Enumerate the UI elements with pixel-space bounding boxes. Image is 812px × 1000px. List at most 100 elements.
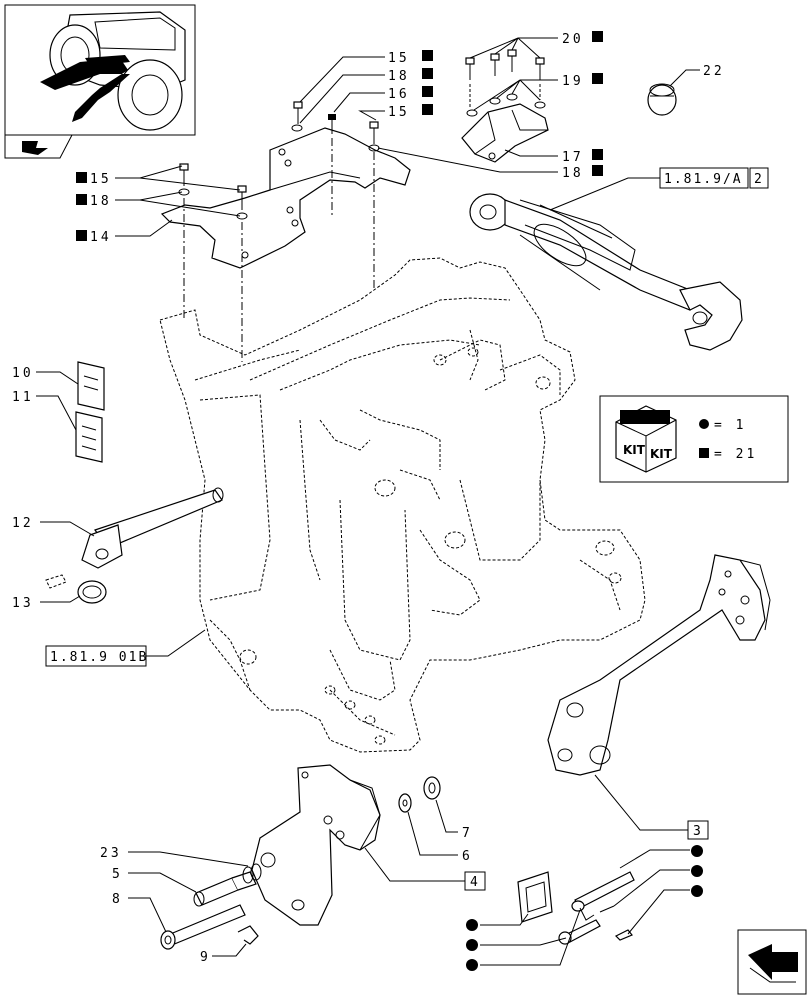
washer-6 — [398, 793, 412, 813]
callout-label: 15 — [388, 105, 410, 120]
callout-7[interactable]: 7 — [462, 826, 473, 841]
spring-23 — [242, 863, 262, 884]
pin-tiny — [599, 905, 633, 941]
ref-num: 2 — [754, 172, 765, 187]
callout-22[interactable]: 22 — [703, 64, 725, 79]
callout-label: 20 — [562, 32, 584, 47]
circle-marker — [691, 865, 703, 877]
plug-22 — [647, 83, 677, 116]
ring-13 — [45, 574, 107, 604]
callout-label: 3 — [693, 824, 704, 839]
callout-14[interactable]: 14 — [76, 230, 112, 245]
callout-15a[interactable]: 15 — [388, 50, 433, 66]
decal-11 — [75, 411, 103, 463]
pin-5 — [193, 871, 257, 907]
callout-13[interactable]: 13 — [12, 596, 34, 611]
bracket-17 — [461, 103, 549, 163]
callout-box — [687, 820, 709, 840]
callout-19[interactable]: 19 — [562, 73, 603, 89]
circle-marker — [466, 959, 478, 971]
lever-pin — [571, 871, 635, 921]
callout-3[interactable]: 3 — [687, 820, 709, 840]
callout-18l[interactable]: 18 — [76, 194, 112, 209]
callout-label: 5 — [112, 867, 123, 882]
lower-link-4 — [251, 764, 381, 926]
callout-label: 18 — [90, 194, 112, 209]
ref-box — [45, 645, 147, 667]
kit-eq-2: = 21 — [714, 447, 757, 462]
callout-16[interactable]: 16 — [388, 86, 433, 102]
kit-label-2: KIT — [650, 447, 673, 461]
circle-markers-right — [691, 845, 703, 897]
lower-link-3 — [547, 554, 771, 776]
callout-label: 13 — [12, 596, 34, 611]
square-marker — [592, 31, 603, 42]
pin-8 — [160, 904, 246, 950]
callout-11[interactable]: 11 — [12, 390, 34, 405]
callout-23[interactable]: 23 — [100, 846, 122, 861]
washer-7 — [423, 776, 441, 800]
bolt-16 — [328, 114, 336, 134]
thumbnail-tab[interactable] — [4, 134, 73, 159]
ref-num-box — [749, 167, 769, 189]
kit-eq-1: = 1 — [714, 418, 746, 433]
callout-label: 4 — [470, 875, 481, 890]
leader-lines — [36, 37, 700, 966]
callout-label: 9 — [200, 950, 211, 965]
callout-10[interactable]: 10 — [12, 366, 34, 381]
callout-18b[interactable]: 18 — [562, 165, 603, 181]
callout-17[interactable]: 17 — [562, 149, 603, 165]
ref-top-link[interactable]: 1.81.9/A 2 — [659, 167, 769, 189]
callout-label: 18 — [388, 69, 410, 84]
bolt-15a — [291, 101, 303, 132]
square-marker — [422, 50, 433, 61]
hitch-frame — [159, 257, 646, 753]
ref-label: 1.81.9/A — [664, 172, 743, 187]
kit-label-1: KIT — [623, 443, 646, 457]
callout-label: 14 — [90, 230, 112, 245]
square-marker — [592, 149, 603, 160]
bolt-15b — [368, 121, 380, 152]
callout-label: 18 — [562, 166, 584, 181]
square-symbol — [699, 448, 709, 458]
clip-9 — [237, 925, 259, 945]
circle-markers-left — [466, 919, 478, 971]
square-marker — [76, 194, 87, 205]
circle-marker — [466, 919, 478, 931]
callout-5[interactable]: 5 — [112, 867, 123, 882]
callout-label: 17 — [562, 150, 584, 165]
callout-label: 22 — [703, 64, 725, 79]
callout-18a[interactable]: 18 — [388, 68, 433, 84]
bolts-left-pair — [178, 163, 248, 220]
callout-4[interactable]: 4 — [464, 871, 486, 891]
circle-marker — [691, 845, 703, 857]
shaft-12 — [81, 487, 224, 569]
ref-box — [659, 167, 749, 189]
callout-label: 8 — [112, 892, 123, 907]
callout-label: 7 — [462, 826, 473, 841]
callout-8[interactable]: 8 — [112, 892, 123, 907]
washers-19 — [466, 84, 546, 117]
callout-label: 15 — [90, 172, 112, 187]
callout-20[interactable]: 20 — [562, 31, 603, 47]
callout-12[interactable]: 12 — [12, 516, 34, 531]
square-marker — [422, 104, 433, 115]
callout-label: 23 — [100, 846, 122, 861]
ref-frame[interactable]: 1.81.9 01B — [45, 645, 148, 667]
next-page-arrow-icon[interactable] — [737, 929, 807, 995]
callout-label: 11 — [12, 390, 34, 405]
circle-marker — [691, 885, 703, 897]
square-marker — [592, 165, 603, 176]
top-link-2 — [469, 193, 743, 351]
square-marker — [422, 68, 433, 79]
callout-15l[interactable]: 15 — [76, 172, 112, 187]
callout-6[interactable]: 6 — [462, 849, 473, 864]
callout-9[interactable]: 9 — [200, 950, 211, 965]
kit-legend[interactable]: KIT KIT = 1 = 21 — [599, 395, 789, 483]
callout-15b[interactable]: 15 — [388, 104, 433, 120]
pin-small — [558, 919, 601, 945]
tractor-thumbnail[interactable] — [4, 4, 196, 136]
callout-box — [464, 871, 486, 891]
callout-label: 10 — [12, 366, 34, 381]
